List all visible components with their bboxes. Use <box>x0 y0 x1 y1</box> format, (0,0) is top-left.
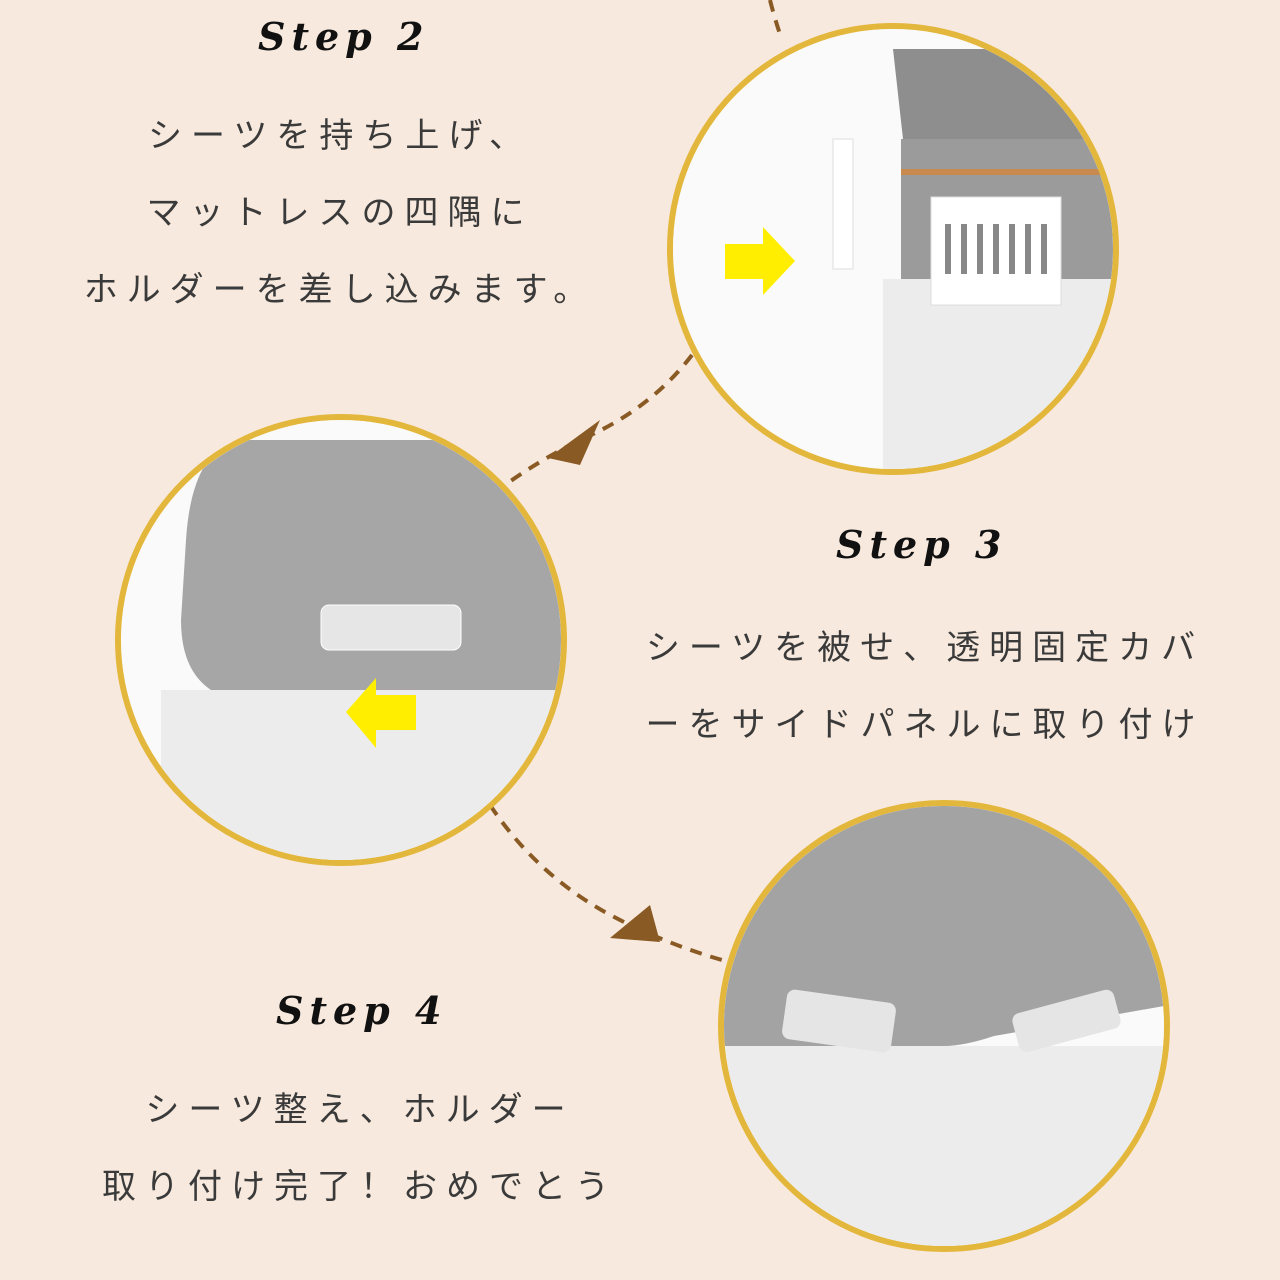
step-2-text: シーツを持ち上げ、 マットレスの四隅に ホルダーを差し込みます。 <box>60 98 620 329</box>
arrowhead-1 <box>548 420 600 465</box>
step-4-image <box>718 800 1170 1252</box>
dashed-arrow-2-to-3 <box>488 803 723 962</box>
step-3-text: シーツを被せ、透明固定カバ ーをサイドパネルに取り付け <box>620 610 1230 764</box>
step-2-image <box>667 23 1119 475</box>
dashed-arrow-1-to-2 <box>503 353 694 487</box>
text-line: マットレスの四隅に <box>146 193 534 233</box>
text-line: シーツ整え、ホルダー <box>145 1090 575 1130</box>
step-4-title: Step 4 <box>276 988 448 1033</box>
step-4-text: シーツ整え、ホルダー 取り付け完了！おめでとう <box>80 1072 640 1226</box>
dashed-arrow-top <box>768 0 784 41</box>
step-3-title: Step 3 <box>836 522 1008 567</box>
text-line: シーツを持ち上げ、 <box>148 116 532 156</box>
text-line: ーをサイドパネルに取り付け <box>645 705 1205 745</box>
text-line: シーツを被せ、透明固定カバ <box>645 628 1205 668</box>
text-line: 取り付け完了！おめでとう <box>102 1167 618 1207</box>
mattress-cover-illustration <box>121 420 561 860</box>
mattress-holder-illustration <box>673 29 1113 469</box>
finished-mattress-illustration <box>724 806 1164 1246</box>
step-2-title: Step 2 <box>258 14 430 59</box>
text-line: ホルダーを差し込みます。 <box>83 270 597 310</box>
step-3-image <box>115 414 567 866</box>
yellow-arrow-icon <box>725 227 795 295</box>
arrowhead-2 <box>610 905 660 942</box>
yellow-arrow-icon <box>346 678 416 748</box>
